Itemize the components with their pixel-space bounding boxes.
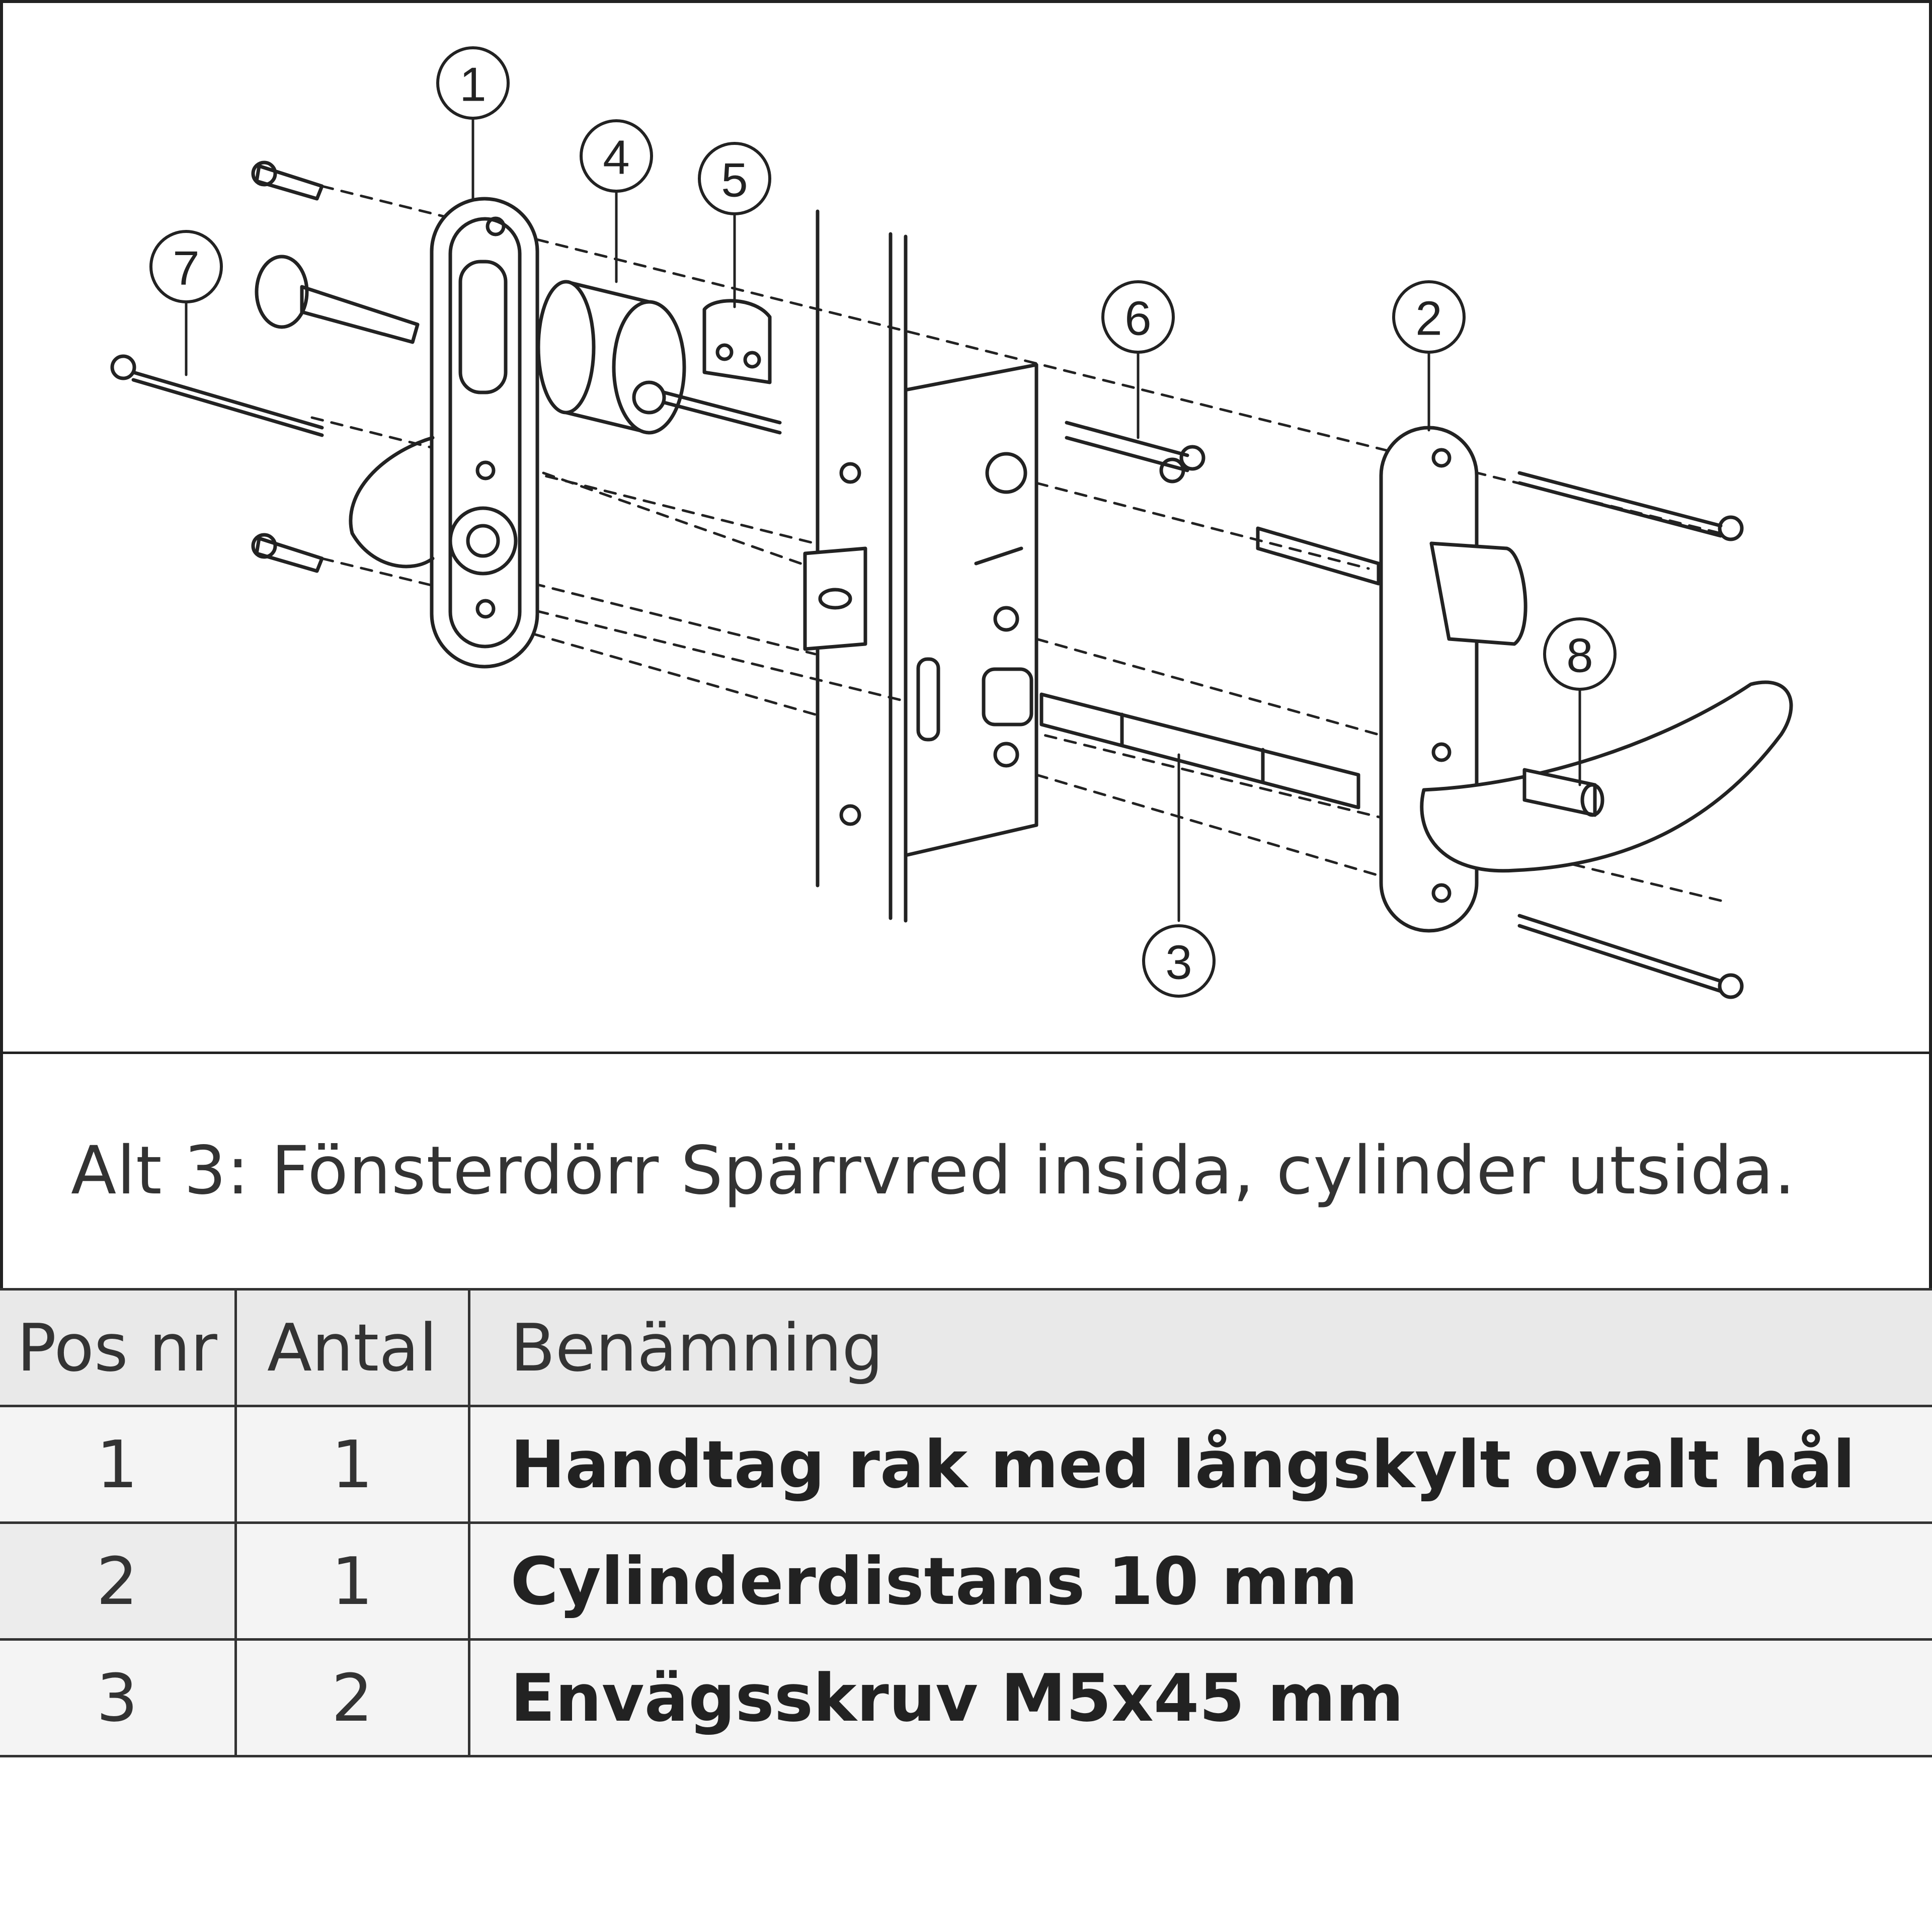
assembly-drawing: 1 2 3 4 5 6 7 8 [110, 46, 1793, 999]
row-2-name: Cylinderdistans 10 mm [467, 1521, 1932, 1641]
callout-7-label: 7 [173, 242, 199, 295]
header-antal: Antal [234, 1288, 470, 1407]
assembly-guide-lines [310, 185, 1722, 902]
screw-plugs [251, 160, 324, 573]
callout-markers [149, 46, 1617, 998]
row-1-pos: 1 [0, 1405, 237, 1524]
part-7-key-and-screws [110, 255, 420, 437]
callout-2-circle [1392, 280, 1466, 354]
callout-2-label: 2 [1415, 292, 1442, 346]
table-header-row: Pos nr Antal Benämning [0, 1288, 1932, 1407]
lock-case [904, 363, 1038, 857]
part-8-pin [1522, 768, 1604, 817]
exploded-assembly-diagram: 1 2 3 4 5 6 7 8 [110, 46, 1793, 999]
row-3-pos: 3 [0, 1638, 237, 1757]
part-4-cylinder [536, 280, 782, 435]
row-2-pos: 2 [0, 1521, 237, 1641]
part-2-handle-escutcheon [1379, 426, 1793, 933]
callout-4-circle [580, 119, 653, 193]
header-benamning: Benämning [467, 1288, 1932, 1407]
row-2-antal: 1 [234, 1521, 470, 1641]
table-row: 1 1 Handtag rak med långskylt ovalt hål [0, 1405, 1932, 1524]
part-3-spindle [1039, 692, 1360, 810]
callout-5-circle [698, 142, 771, 215]
door-frame-edge [803, 209, 908, 923]
row-3-antal: 2 [234, 1638, 470, 1757]
callout-3-label: 3 [1165, 936, 1192, 990]
callout-1-circle [436, 46, 510, 120]
part-1-escutcheon [349, 197, 539, 669]
callout-8-label: 8 [1566, 629, 1593, 683]
document-frame [0, 0, 1932, 1756]
row-1-antal: 1 [234, 1405, 470, 1524]
callout-7-circle [149, 230, 223, 303]
right-side-screws [1517, 471, 1744, 999]
callout-8-circle [1543, 617, 1617, 691]
callout-6-circle [1101, 280, 1175, 354]
callout-leader-lines [185, 117, 1581, 922]
table-row: 2 1 Cylinderdistans 10 mm [0, 1521, 1932, 1641]
callout-3-circle [1142, 924, 1216, 998]
diagram-caption: Alt 3: Fönsterdörr Spärrvred insida, cyl… [70, 1132, 1796, 1210]
row-1-name: Handtag rak med långskylt ovalt hål [467, 1405, 1932, 1524]
header-pos-nr: Pos nr [0, 1288, 237, 1407]
caption-divider [0, 1052, 1932, 1054]
table-row: 3 2 Envägsskruv M5x45 mm [0, 1638, 1932, 1757]
callout-4-label: 4 [603, 131, 629, 185]
callout-5-label: 5 [721, 153, 748, 207]
part-5-cylinder-spacer [702, 299, 772, 384]
callout-6-label: 6 [1124, 292, 1151, 346]
callout-1-label: 1 [459, 58, 486, 112]
row-3-name: Envägsskruv M5x45 mm [467, 1638, 1932, 1757]
part-6-screws [1065, 421, 1381, 586]
parts-list-table: Pos nr Antal Benämning 1 1 Handtag rak m… [0, 1288, 1932, 1757]
